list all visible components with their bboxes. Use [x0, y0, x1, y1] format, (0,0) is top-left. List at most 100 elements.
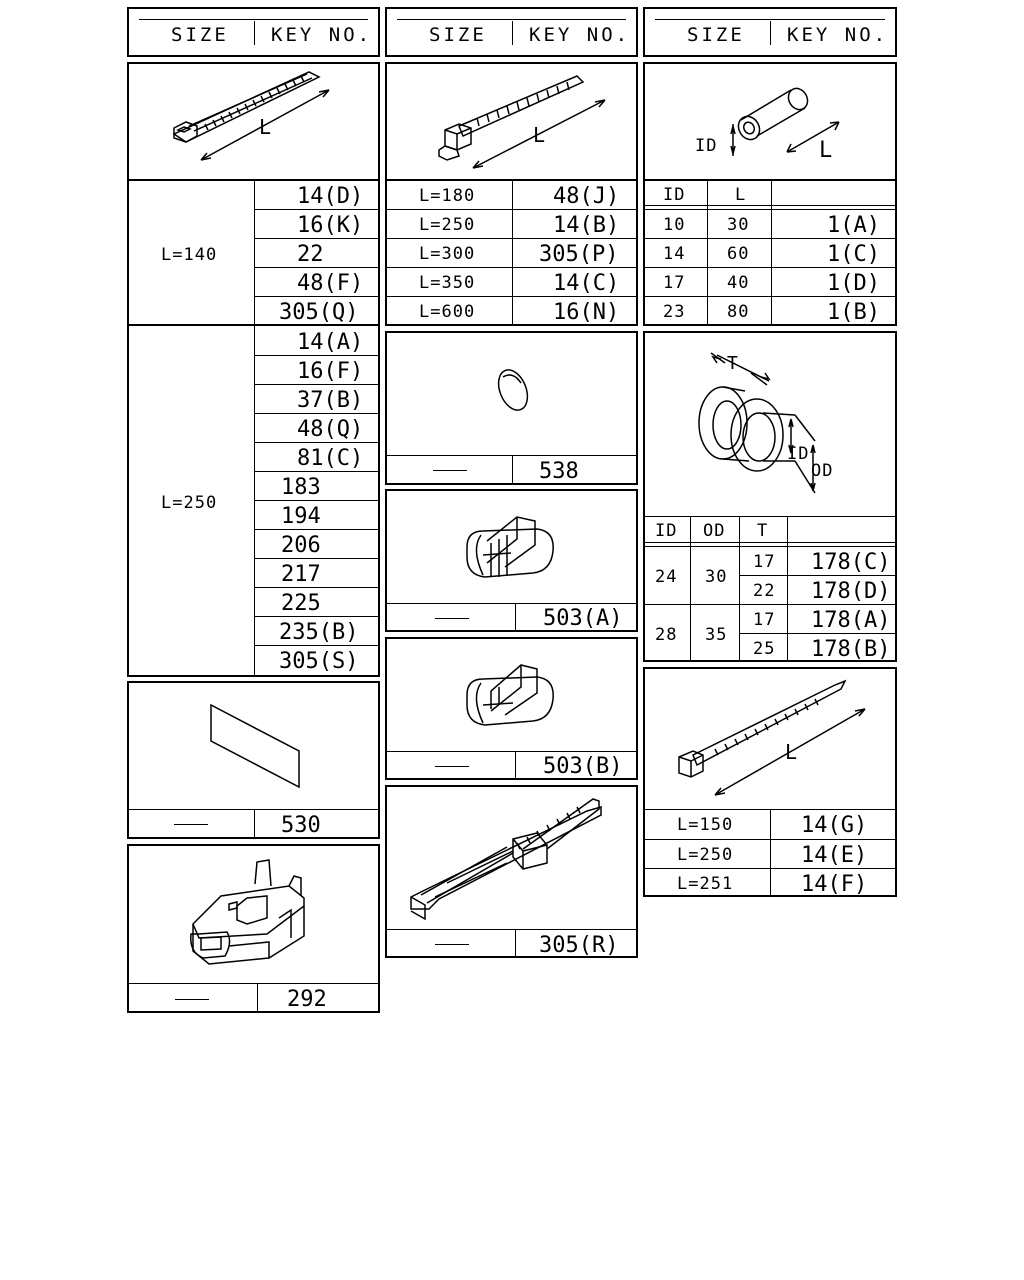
- key-cell: 48(Q): [297, 417, 364, 442]
- key-cell: 305(S): [279, 649, 359, 674]
- col-od-header: OD: [703, 521, 726, 541]
- tube-illustration: [730, 87, 840, 156]
- col-t-header: T: [757, 521, 769, 541]
- key-cell: 503(A): [543, 606, 623, 631]
- tie-140-table: L=140 14(D) 16(K) 22 48(F) 305(Q): [127, 179, 380, 326]
- tie-col2-diagram-panel: L L: [385, 62, 638, 181]
- t-cell: 22: [753, 581, 776, 601]
- clip-a-panel: 503(A): [385, 489, 638, 632]
- dash-icon: [435, 766, 469, 767]
- l-cell: 60: [727, 244, 750, 264]
- holder-illustration: [410, 798, 602, 921]
- key-cell: 16(N): [553, 300, 620, 325]
- clip-b-illustration: [466, 664, 554, 726]
- header-col1: SIZE KEY NO.: [127, 7, 380, 57]
- key-cell: 81(C): [297, 446, 364, 471]
- header-key-label: KEY NO.: [787, 24, 889, 46]
- key-cell: 14(D): [297, 184, 364, 209]
- disc-panel: 538: [385, 331, 638, 485]
- dash-icon: [174, 824, 208, 825]
- size-cell: L=251: [677, 874, 734, 894]
- cable-tie-illustration: L: [678, 679, 866, 796]
- dash-icon: [435, 618, 469, 619]
- l-cell: 30: [727, 215, 750, 235]
- key-cell: 14(B): [553, 213, 620, 238]
- key-cell: 178(B): [811, 637, 891, 662]
- size-cell: L=350: [419, 273, 476, 293]
- tie-140-250-diagram-panel: L L: [127, 62, 380, 181]
- key-cell: 194: [281, 504, 321, 529]
- dash-icon: [433, 470, 467, 471]
- key-cell: 48(F): [297, 271, 364, 296]
- tube-id-label: ID: [695, 136, 718, 156]
- l-cell: 40: [727, 273, 750, 293]
- grommet-illustration: T: [698, 352, 816, 494]
- key-cell: 305(P): [539, 242, 619, 267]
- key-cell: 22: [297, 242, 324, 267]
- id-cell: 17: [663, 273, 686, 293]
- dash-icon: [175, 999, 209, 1000]
- l-cell: 80: [727, 302, 750, 322]
- svg-text:L: L: [785, 740, 797, 764]
- header-key-label: KEY NO.: [271, 24, 373, 46]
- grommet-panel: T T ID OD ID OD T 24 30 17 22 178(C) 178…: [643, 331, 897, 662]
- clip-a-illustration: [466, 516, 554, 578]
- id-cell: 28: [655, 625, 678, 645]
- key-cell: 178(A): [811, 608, 891, 633]
- cable-tie-illustration: L: [172, 71, 330, 161]
- col-id-header: ID: [663, 185, 686, 205]
- t-cell: 17: [753, 552, 776, 572]
- holder-panel: 305(R): [385, 785, 638, 958]
- key-cell: 14(E): [801, 843, 868, 868]
- t-cell: 25: [753, 639, 776, 659]
- key-cell: 206: [281, 533, 321, 558]
- svg-text:T: T: [727, 353, 738, 374]
- tube-l-label: L: [819, 138, 833, 163]
- size-cell: L=600: [419, 302, 476, 322]
- tube-diagram-panel: ID L: [643, 62, 897, 181]
- id-cell: 14: [663, 244, 686, 264]
- svg-text:L: L: [533, 123, 545, 147]
- key-cell: 503(B): [543, 754, 623, 779]
- header-key-label: KEY NO.: [529, 24, 631, 46]
- key-cell: 235(B): [279, 620, 359, 645]
- header-col2: SIZE KEY NO.: [385, 7, 638, 57]
- col-id-header: ID: [655, 521, 678, 541]
- od-cell: 30: [705, 567, 728, 587]
- plate-illustration: [210, 703, 300, 789]
- key-cell: 178(C): [811, 550, 891, 575]
- key-cell: 1(A): [827, 213, 880, 238]
- header-size-label: SIZE: [687, 24, 745, 46]
- key-cell: 14(G): [801, 813, 868, 838]
- header-size-label: SIZE: [429, 24, 487, 46]
- svg-text:L: L: [259, 115, 271, 139]
- connector-illustration: [190, 859, 305, 965]
- key-cell: 538: [539, 459, 579, 484]
- key-cell: 1(C): [827, 242, 880, 267]
- size-cell: L=180: [419, 186, 476, 206]
- key-cell: 16(K): [297, 213, 364, 238]
- tie-col2-table: L=180 L=250 L=300 L=350 L=600 48(J) 14(B…: [385, 179, 638, 326]
- connector-panel: 292: [127, 844, 380, 1013]
- plate-panel: 530: [127, 681, 380, 839]
- tie-250-table: L=250 14(A) 16(F) 37(B) 48(Q) 81(C) 183 …: [127, 324, 380, 677]
- t-cell: 17: [753, 610, 776, 630]
- size-cell: L=140: [161, 245, 218, 265]
- size-cell: L=300: [419, 244, 476, 264]
- key-cell: 1(D): [827, 271, 880, 296]
- key-cell: 178(D): [811, 579, 891, 604]
- cable-tie-illustration: L: [438, 75, 606, 169]
- od-cell: 35: [705, 625, 728, 645]
- grommet-od-label: OD: [811, 461, 834, 481]
- key-cell: 292: [287, 987, 327, 1012]
- key-cell: 183: [281, 475, 321, 500]
- id-cell: 24: [655, 567, 678, 587]
- clip-b-panel: 503(B): [385, 637, 638, 780]
- dash-icon: [435, 944, 469, 945]
- size-cell: L=150: [677, 815, 734, 835]
- id-cell: 23: [663, 302, 686, 322]
- key-cell: 305(R): [539, 933, 619, 958]
- key-cell: 48(J): [553, 184, 620, 209]
- key-cell: 305(Q): [279, 300, 359, 325]
- col-l-header: L: [735, 185, 747, 205]
